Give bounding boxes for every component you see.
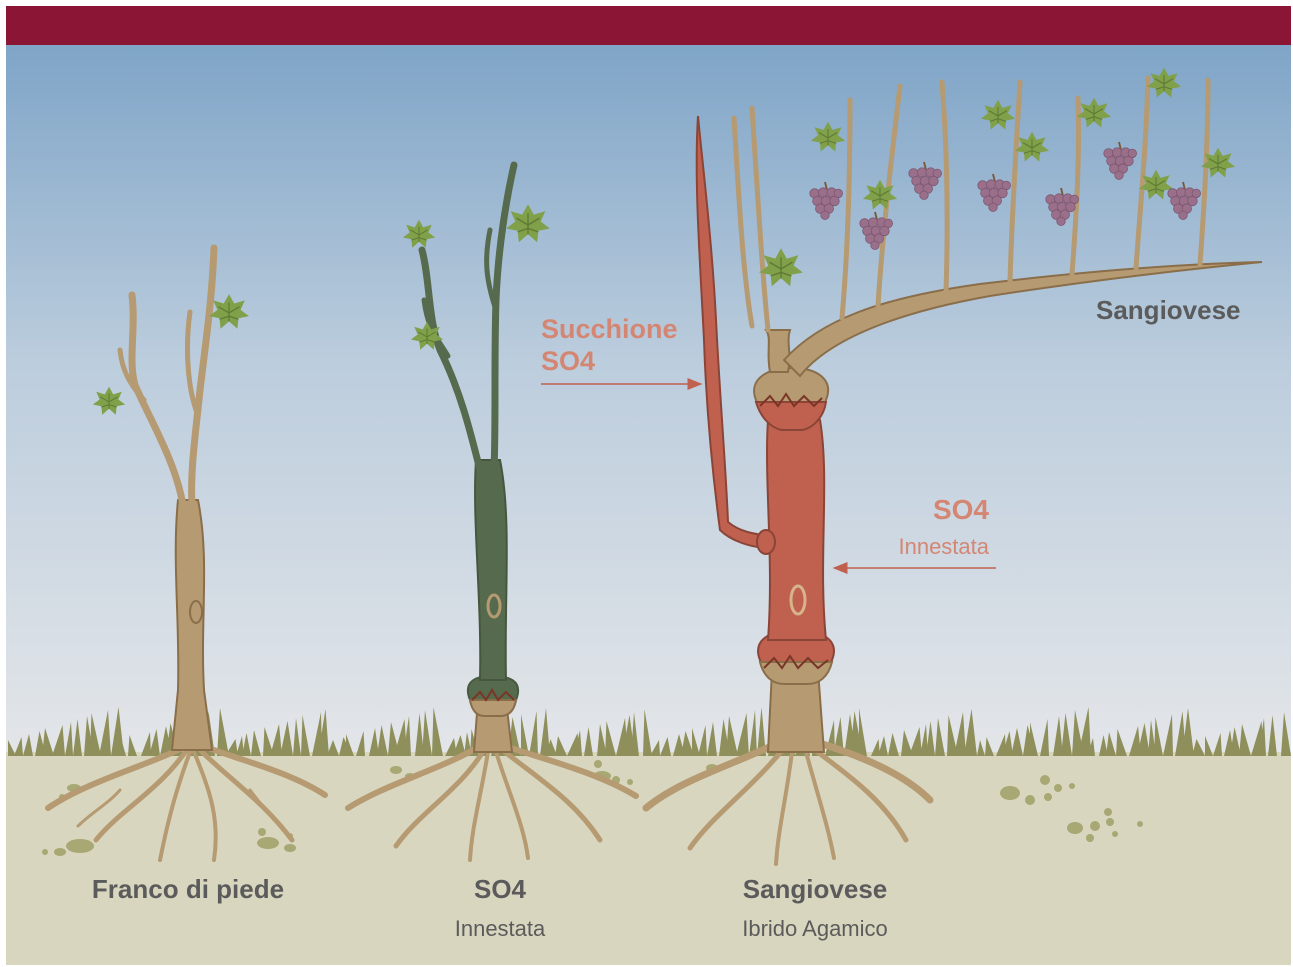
soil [6, 752, 1291, 965]
plant3-title: Sangiovese [743, 874, 888, 905]
plant2-subtitle: Innestata [455, 916, 546, 942]
header-banner [6, 6, 1291, 45]
sucker-label-line2: SO4 [541, 346, 595, 377]
so4-interstock [767, 420, 826, 640]
graft-label-title: SO4 [933, 494, 989, 526]
plant3-subtitle: Ibrido Agamico [742, 916, 888, 942]
branch-label: Sangiovese [1096, 295, 1241, 326]
scion-trunk [475, 460, 507, 680]
plant2-title: SO4 [474, 874, 526, 905]
plant1-title: Franco di piede [92, 874, 284, 905]
graft-label-subtitle: Innestata [898, 534, 989, 560]
sucker-label-line1: Succhione [541, 314, 678, 345]
